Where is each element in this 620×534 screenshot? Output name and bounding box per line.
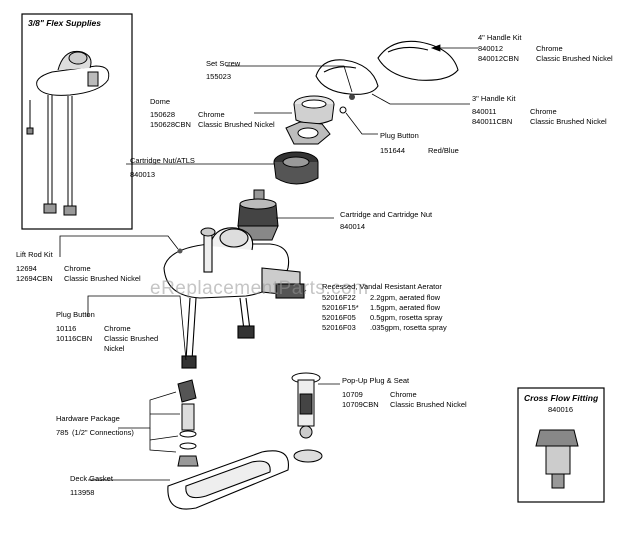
cartridge-part: 840014	[340, 222, 366, 231]
cartridge-nut-title: Cartridge Nut/ATLS	[130, 156, 195, 165]
cross-flow-fitting-drawing	[535, 429, 579, 489]
hardware-title: Hardware Package	[56, 414, 120, 423]
plug-button-top-title: Plug Button	[380, 131, 419, 140]
hardware-package-drawing	[177, 379, 199, 467]
popup-drawing	[291, 372, 323, 463]
handle-kit-4-title: 4" Handle Kit	[478, 33, 522, 42]
plug-button-drawing	[339, 106, 347, 114]
handle-kit-3-title: 3" Handle Kit	[472, 94, 516, 103]
set-screw-drawing	[349, 94, 355, 100]
aerator-row: 52016F03.035gpm, rosetta spray	[322, 323, 447, 332]
flex-supplies-faucet	[26, 50, 110, 216]
set-screw-title: Set Screw	[206, 59, 241, 68]
aerator-row: 52016F15*1.5gpm, aerated flow	[322, 303, 441, 312]
lift-rod-knob-drawing	[177, 248, 183, 254]
cartridge-title: Cartridge and Cartridge Nut	[340, 210, 433, 219]
dome-drawing	[293, 95, 335, 125]
deck-gasket-drawing	[167, 450, 290, 510]
lift-rod-title: Lift Rod Kit	[16, 250, 53, 259]
cartridge-nut-part: 840013	[130, 170, 156, 179]
atls-ring-drawing	[273, 151, 319, 185]
plug-button-bottom-extra: Nickel	[104, 344, 125, 353]
aerator-title: Recessed, Vandal Resistant Aerator	[322, 282, 442, 291]
leader-lines	[59, 44, 478, 481]
flex-supplies-title: 3/8" Flex Supplies	[28, 18, 102, 28]
popup-title: Pop-Up Plug & Seat	[342, 376, 410, 385]
deck-gasket-title: Deck Gasket	[70, 474, 113, 483]
watermark: eReplacementParts.com	[150, 278, 369, 299]
dome-title: Dome	[150, 97, 171, 106]
plug-button-bottom-title: Plug Button	[56, 310, 95, 319]
hardware-row: 785(1/2" Connections)	[56, 428, 134, 437]
faucet-body-drawing	[163, 227, 305, 369]
cross-flow-box	[517, 387, 605, 503]
cross-flow-part: 840016	[548, 405, 574, 414]
set-screw-part: 155023	[206, 72, 232, 81]
cross-flow-title: Cross Flow Fitting	[524, 393, 599, 403]
flex-supplies-box	[21, 13, 133, 230]
cartridge-nut-drawing	[285, 121, 331, 145]
handle-4in-drawing	[377, 40, 459, 81]
deck-gasket-part: 113958	[70, 488, 95, 497]
